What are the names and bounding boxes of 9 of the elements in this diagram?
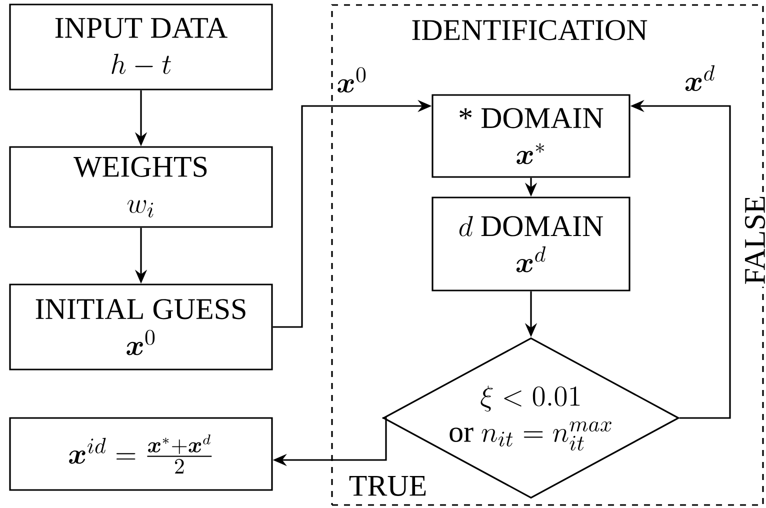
variable-label: $\boldsymbol{x}^d$ (685, 65, 715, 92)
process-box: INPUT DATA $h-t$ (9, 4, 273, 90)
process-box: $\boldsymbol{x}^{id} = \frac{\boldsymbol{x}^* + \boldsymbol{x}^d}{2}$ (9, 417, 273, 491)
process-box: WEIGHTS $w_i$ (9, 146, 273, 228)
edge-label: $\boldsymbol{x}^0$ (334, 66, 370, 94)
process-box: * DOMAIN $\boldsymbol{x}^*$ (432, 94, 630, 178)
process-box: $d\text{ DOMAIN}$ $\boldsymbol{x}^d$ (432, 196, 630, 292)
edge-label: FALSE (742, 193, 766, 287)
process-box: INITIAL GUESS $\boldsymbol{x}^0$ (9, 284, 273, 370)
